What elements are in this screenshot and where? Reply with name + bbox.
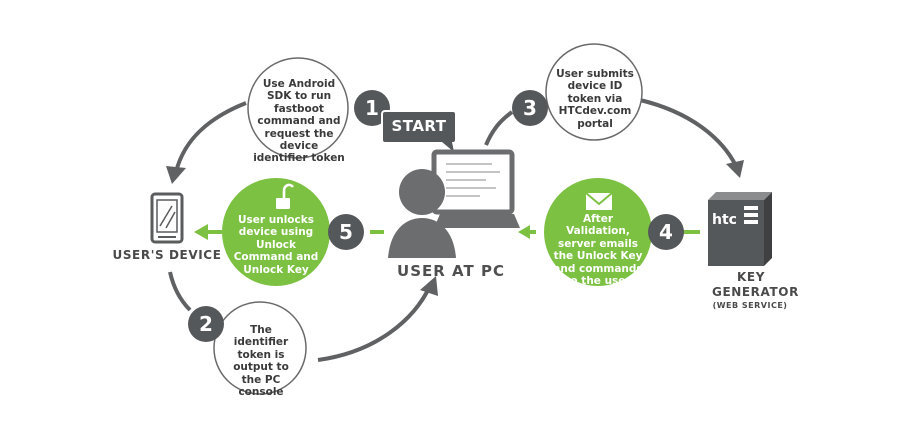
arrow-head-server-top <box>726 160 744 178</box>
arrow-head-device-top <box>166 166 186 184</box>
green-arrowhead-device <box>194 224 208 240</box>
number-circle-3 <box>512 90 548 126</box>
users-device-label: USER'S DEVICE <box>112 248 222 262</box>
arrow-pc-to-step3 <box>484 110 514 146</box>
bubble-step3 <box>545 43 643 141</box>
user-at-pc-label: USER AT PC <box>397 262 505 280</box>
step1-number: 1 <box>365 96 379 120</box>
arrow-device-to-step2 <box>168 271 192 312</box>
step4-number: 4 <box>659 220 673 244</box>
bubble-step4 <box>544 178 652 286</box>
server-icon <box>708 192 772 266</box>
step2-number: 2 <box>199 312 213 336</box>
bubble-step1 <box>247 57 349 159</box>
green-arrowhead-pc <box>518 225 530 239</box>
envelope-icon <box>585 192 613 210</box>
step4-text: After Validation, server emails the Unlo… <box>553 213 643 287</box>
step5-number: 5 <box>339 220 353 244</box>
step5-text: User unlocks device using Unlock Command… <box>233 214 319 276</box>
number-circle-5 <box>328 214 364 250</box>
step3-text: User submits device ID token via HTCdev.… <box>556 68 634 130</box>
start-label: START <box>391 117 447 135</box>
key-generator-label: KEY GENERATOR <box>712 270 799 299</box>
step3-number: 3 <box>523 96 537 120</box>
bubble-step5 <box>222 178 330 286</box>
bubble-step2 <box>213 301 307 395</box>
server-brand-logo: htc <box>712 212 737 228</box>
arrow-step3-to-server <box>639 98 738 167</box>
start-bubble <box>381 110 457 144</box>
phone-icon <box>150 192 184 244</box>
number-circle-2 <box>188 306 224 342</box>
number-circle-4 <box>648 214 684 250</box>
unlock-icon <box>276 183 295 209</box>
arrow-head-pc-bottom <box>420 276 438 296</box>
step2-text: The identifier token is output to the PC… <box>233 324 289 398</box>
arrow-step1-to-device <box>174 101 247 173</box>
step1-text: Use Android SDK to run fastboot command … <box>253 78 345 165</box>
key-generator-sublabel: (WEB SERVICE) <box>712 301 788 310</box>
arrow-step2-to-pc <box>317 285 432 362</box>
user-at-pc-icon <box>388 149 520 258</box>
